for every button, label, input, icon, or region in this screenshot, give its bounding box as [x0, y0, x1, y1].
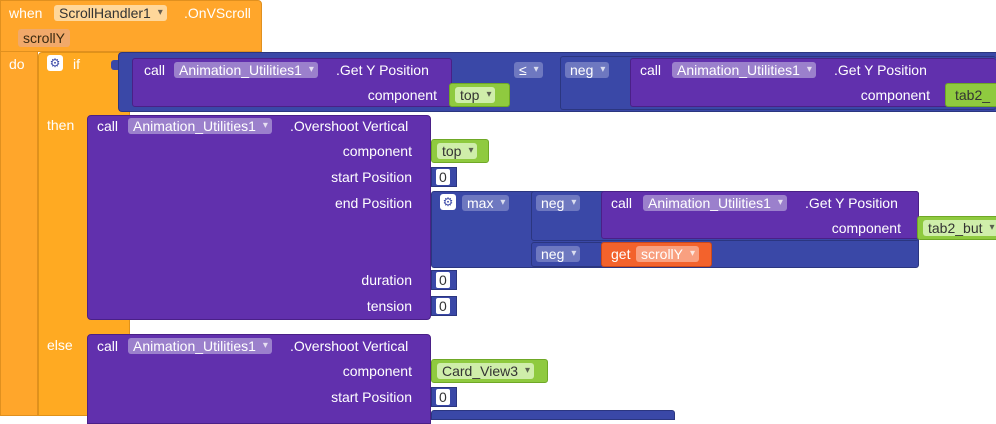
arg-label-component: component — [860, 87, 930, 103]
when-keyword: when — [9, 5, 43, 21]
arg-label-component: component — [342, 363, 412, 379]
event-name: .OnVScroll — [184, 5, 251, 21]
number-value[interactable]: 0 — [436, 272, 450, 288]
component-dropdown-card-view3[interactable]: Card_View3 — [437, 363, 535, 379]
arg-label-end-position: end Position — [334, 195, 412, 211]
component-dropdown-scrollhandler[interactable]: ScrollHandler1 — [54, 5, 167, 21]
component-dropdown-tab2-but[interactable]: tab2_but — [923, 220, 996, 236]
neg-dropdown[interactable]: neg — [536, 246, 581, 262]
compare-connector — [111, 60, 118, 70]
call-keyword: call — [611, 195, 633, 211]
mutator-gear-icon[interactable]: ⚙ — [440, 194, 456, 210]
call-keyword: call — [640, 62, 662, 78]
then-keyword: then — [47, 117, 75, 133]
event-block-body-rail — [0, 52, 38, 416]
method-name: .Get Y Position — [805, 195, 898, 211]
else-keyword: else — [47, 337, 73, 353]
arg-label-start-position: start Position — [331, 169, 412, 185]
component-value-tab2[interactable]: tab2_ — [955, 87, 991, 103]
number-value[interactable]: 0 — [436, 298, 450, 314]
number-value[interactable]: 0 — [436, 389, 450, 405]
method-name: .Overshoot Vertical — [290, 338, 409, 354]
neg-dropdown[interactable]: neg — [565, 62, 610, 78]
arg-label-component: component — [367, 87, 437, 103]
component-block-tab2[interactable] — [945, 83, 996, 107]
arg-label-tension: tension — [366, 298, 412, 314]
arg-label-component: component — [342, 143, 412, 159]
call-keyword: call — [97, 118, 119, 134]
max-dropdown[interactable]: max — [462, 195, 510, 211]
variable-dropdown-scrolly[interactable]: scrollY — [636, 246, 700, 262]
arg-label-duration: duration — [361, 272, 412, 288]
component-dropdown-animation-utilities[interactable]: Animation_Utilities1 — [128, 338, 272, 354]
component-dropdown-animation-utilities[interactable]: Animation_Utilities1 — [643, 195, 787, 211]
component-dropdown-top[interactable]: top — [455, 87, 496, 103]
method-name: .Get Y Position — [834, 62, 927, 78]
component-dropdown-animation-utilities[interactable]: Animation_Utilities1 — [128, 118, 272, 134]
method-name: .Get Y Position — [336, 62, 429, 78]
overshoot-vertical-call-then[interactable] — [87, 115, 431, 320]
neg-dropdown[interactable]: neg — [536, 195, 581, 211]
if-keyword: if — [73, 56, 80, 72]
call-keyword: call — [144, 62, 166, 78]
component-dropdown-top[interactable]: top — [437, 143, 478, 159]
component-dropdown-animation-utilities[interactable]: Animation_Utilities1 — [174, 62, 318, 78]
arg-label-component: component — [831, 220, 901, 236]
component-dropdown-animation-utilities[interactable]: Animation_Utilities1 — [672, 62, 816, 78]
param-scrolly[interactable]: scrollY — [18, 29, 71, 47]
mutator-gear-icon[interactable]: ⚙ — [47, 55, 63, 71]
call-keyword: call — [97, 338, 119, 354]
get-keyword: get — [611, 246, 631, 262]
number-value[interactable]: 0 — [436, 169, 450, 185]
arg-label-start-position: start Position — [331, 389, 412, 405]
operator-dropdown[interactable]: ≤ — [514, 62, 543, 78]
number-block-tension[interactable]: 0 — [431, 296, 457, 316]
next-argument-block-edge[interactable] — [431, 410, 675, 420]
number-block-start[interactable]: 0 — [431, 387, 457, 407]
number-block-start[interactable]: 0 — [431, 167, 457, 187]
method-name: .Overshoot Vertical — [290, 118, 409, 134]
number-block-duration[interactable]: 0 — [431, 270, 457, 290]
do-keyword: do — [9, 56, 25, 72]
